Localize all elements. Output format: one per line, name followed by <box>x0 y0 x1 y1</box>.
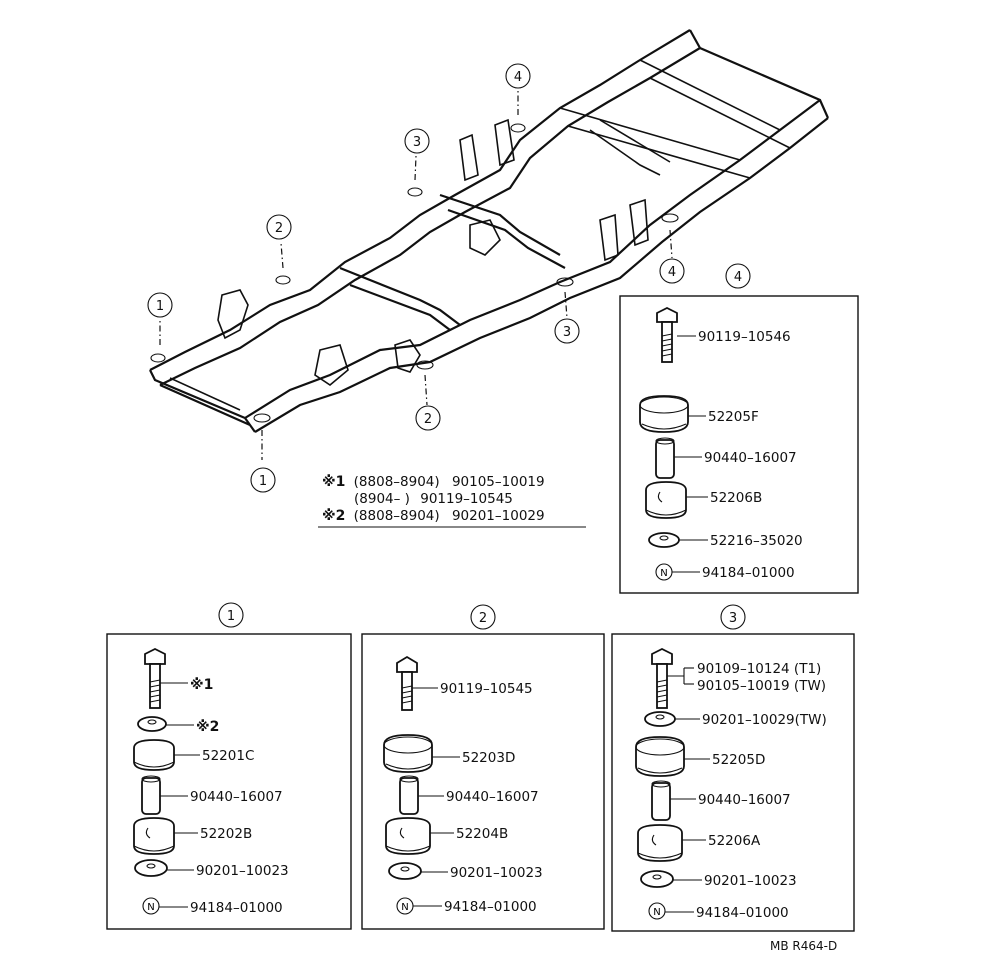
p2-part-washer: 90201–10023 <box>450 865 543 881</box>
frame-callout-3-top: 3 <box>404 128 430 154</box>
note-range-2: (8904– ) <box>354 491 410 507</box>
cushion-upper-icon <box>133 739 175 771</box>
cushion-lower-icon <box>385 817 431 855</box>
bolt-icon <box>144 647 166 709</box>
p1-part-washer-lower: 90201–10023 <box>196 863 289 879</box>
p2-part-cushion-upper: 52203D <box>462 750 515 766</box>
frame-callout-1-top: 1 <box>147 292 173 318</box>
diagram-code: MB R464-D <box>770 939 837 953</box>
p4-part-collar: 90440–16007 <box>704 450 797 466</box>
p3-part-collar: 90440–16007 <box>698 792 791 808</box>
panel-4-title: 4 <box>734 270 742 285</box>
washer-icon <box>388 862 422 880</box>
panel-3-title: 3 <box>729 611 737 626</box>
svg-text:1: 1 <box>259 474 267 489</box>
vehicle-frame-drawing <box>149 29 830 460</box>
bolt-icon <box>656 306 678 363</box>
frame-callout-3-bottom: 3 <box>554 318 580 344</box>
p3-part-bolt-tw: 90105–10019 (TW) <box>697 678 826 694</box>
nut-icon: N <box>396 897 414 915</box>
p3-part-cushion-lower: 52206A <box>708 833 761 849</box>
washer-icon <box>644 711 676 727</box>
panel-4: 4 90119–10546 52205F 90440–16007 <box>619 263 859 594</box>
svg-text:1: 1 <box>156 299 164 314</box>
frame-callout-4-bottom: 4 <box>659 258 685 284</box>
panel-1: 1 ※1 ※2 52201C 90440–16007 <box>106 602 352 930</box>
note-mark-1: ※1 <box>322 474 345 490</box>
washer-icon <box>137 716 167 732</box>
cushion-lower-icon <box>645 481 687 519</box>
washer-icon <box>134 859 168 877</box>
p1-part-collar: 90440–16007 <box>190 789 283 805</box>
p3-part-bolt-t1: 90109–10124 (T1) <box>697 661 821 677</box>
p2-part-nut: 94184–01000 <box>444 899 537 915</box>
p1-part-washer-upper: ※2 <box>196 719 219 735</box>
svg-text:3: 3 <box>563 325 571 340</box>
washer-icon <box>640 870 674 888</box>
svg-text:N: N <box>660 568 667 579</box>
p1-part-cushion-lower: 52202B <box>200 826 252 842</box>
svg-text:3: 3 <box>413 135 421 150</box>
svg-text:N: N <box>147 902 154 913</box>
note-part-2: 90119–10545 <box>420 491 513 507</box>
svg-text:※1 (8808–8904) 901: ※1 (8808–8904) 90105–10019 <box>322 474 545 490</box>
note-mark-2: ※2 <box>322 508 345 524</box>
svg-text:N: N <box>401 902 408 913</box>
p3-part-washer-upper: 90201–10029(TW) <box>702 712 827 728</box>
frame-callout-2-bottom: 2 <box>415 405 441 431</box>
nut-icon: N <box>648 902 666 920</box>
panel-2: 2 90119–10545 52203D 90440–16007 52204B <box>361 604 605 930</box>
p3-part-cushion-upper: 52205D <box>712 752 765 768</box>
svg-text:※2 (8808–8904) 902: ※2 (8808–8904) 90201–10029 <box>322 508 545 524</box>
p1-part-nut: 94184–01000 <box>190 900 283 916</box>
p2-part-bolt: 90119–10545 <box>440 681 533 697</box>
part-notes: ※1 (8808–8904) 90105–10019 (8904– ) 9011… <box>318 474 586 528</box>
collar-icon <box>655 437 675 479</box>
svg-text:(8904– ) 90119–10: (8904– ) 90119–10545 <box>354 491 513 507</box>
frame-callout-4-top: 4 <box>505 63 531 89</box>
svg-text:4: 4 <box>668 265 676 280</box>
note-part-1: 90105–10019 <box>452 474 545 490</box>
panel-3: 3 90109–10124 (T1) 90105–10019 (TW) 9020… <box>611 604 855 932</box>
svg-text:N: N <box>653 907 660 918</box>
cushion-upper-icon <box>383 734 433 773</box>
nut-icon: N <box>142 897 160 915</box>
collar-icon <box>651 780 671 821</box>
p4-part-nut: 94184–01000 <box>702 565 795 581</box>
p4-part-washer: 52216–35020 <box>710 533 803 549</box>
note-range-1: (8808–8904) <box>354 474 440 490</box>
cushion-lower-icon <box>133 817 175 855</box>
bolt-icon <box>396 655 418 711</box>
note-range-3: (8808–8904) <box>354 508 440 524</box>
p1-part-bolt: ※1 <box>190 677 213 693</box>
collar-icon <box>141 775 161 815</box>
frame-callout-1-bottom: 1 <box>250 467 276 493</box>
svg-text:2: 2 <box>424 412 432 427</box>
cushion-upper-icon <box>635 736 685 777</box>
p2-part-cushion-lower: 52204B <box>456 826 508 842</box>
collar-icon <box>399 775 419 815</box>
p1-part-cushion-upper: 52201C <box>202 748 254 764</box>
bolt-icon <box>651 647 673 709</box>
panel-1-title: 1 <box>227 609 235 624</box>
svg-text:4: 4 <box>514 70 522 85</box>
p4-part-cushion-lower: 52206B <box>710 490 762 506</box>
p2-part-collar: 90440–16007 <box>446 789 539 805</box>
panel-2-title: 2 <box>479 611 487 626</box>
p4-part-bolt: 90119–10546 <box>698 329 791 345</box>
note-part-3: 90201–10029 <box>452 508 545 524</box>
p3-part-washer-lower: 90201–10023 <box>704 873 797 889</box>
cushion-lower-icon <box>637 824 683 862</box>
p4-part-cushion-upper: 52205F <box>708 409 759 425</box>
svg-text:2: 2 <box>275 221 283 236</box>
p3-part-nut: 94184–01000 <box>696 905 789 921</box>
cushion-upper-icon <box>639 395 689 433</box>
frame-callout-2-top: 2 <box>266 214 292 240</box>
nut-icon: N <box>655 563 673 581</box>
washer-icon <box>648 532 680 548</box>
